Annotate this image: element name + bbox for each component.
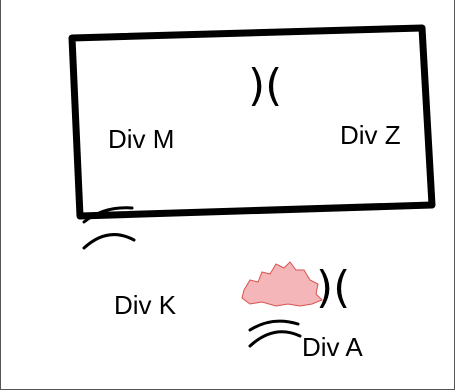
arc-left-lower (82, 233, 136, 250)
arc-bottom-upper (248, 319, 300, 332)
bracket-pair-top: )( (248, 60, 283, 111)
pink-blob (241, 261, 323, 307)
label-div-m: Div M (108, 124, 175, 154)
label-div-k: Div K (114, 290, 177, 320)
container-rectangle (68, 24, 436, 220)
label-div-a: Div A (302, 332, 363, 362)
bracket-pair-bottom: )( (316, 262, 351, 313)
label-div-z: Div Z (340, 120, 401, 150)
arc-top-left (82, 206, 134, 224)
arc-bottom-lower (248, 330, 302, 348)
